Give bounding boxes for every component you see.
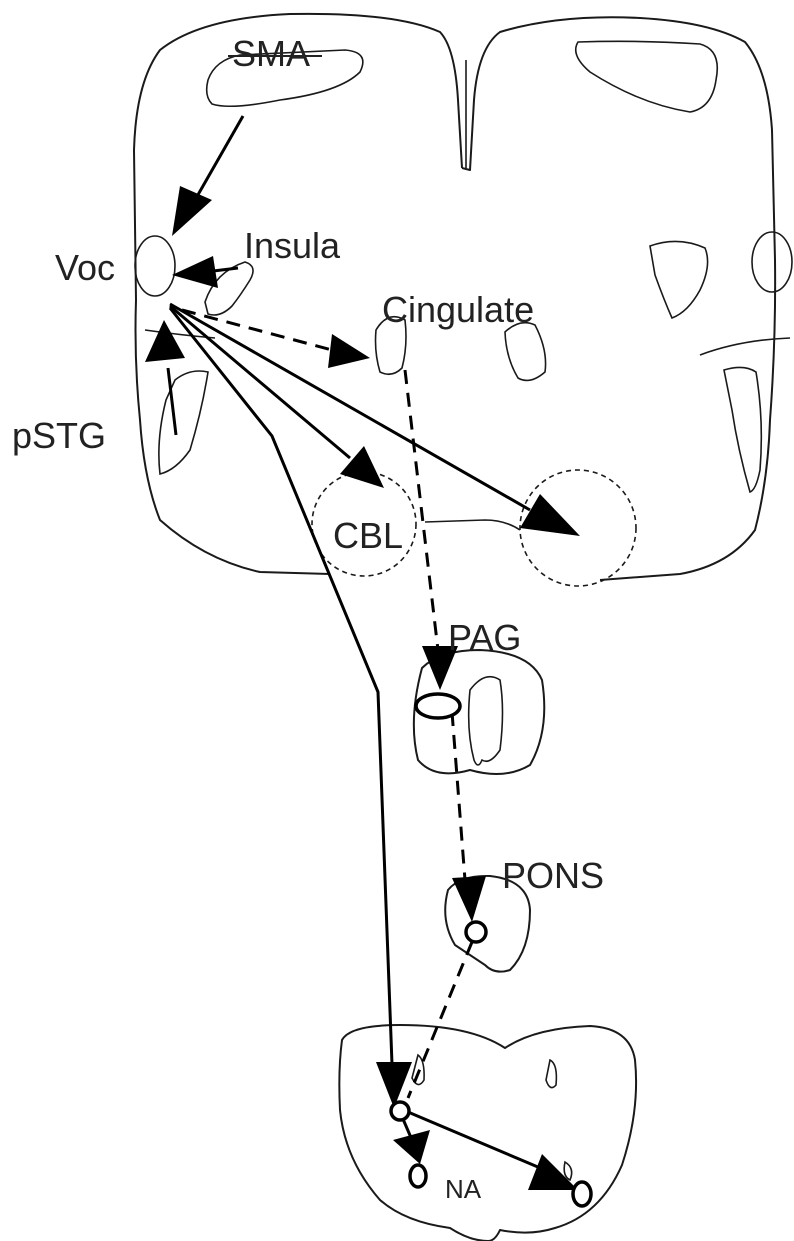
voc-node	[135, 236, 175, 296]
voc-to-cingulate-line	[182, 310, 332, 350]
pag-to-pons-arrowhead	[452, 876, 486, 922]
pons-label: PONS	[502, 855, 604, 896]
na-label: NA	[445, 1174, 482, 1204]
pag-nucleus	[416, 694, 460, 718]
cbl-label: CBL	[333, 515, 403, 556]
voc-to-right-cbl-line	[170, 304, 530, 510]
voc-to-right-cbl-arrowhead	[520, 494, 580, 536]
insula-label: Insula	[244, 225, 341, 266]
cingulate-label: Cingulate	[382, 289, 534, 330]
medulla-section	[339, 1025, 636, 1241]
na-nucleus	[410, 1165, 426, 1187]
right-nucleus	[573, 1182, 591, 1206]
medulla-node	[391, 1102, 409, 1120]
pons-to-medulla-line	[408, 942, 472, 1098]
pons-nucleus	[466, 922, 486, 942]
insula-to-voc-arrowhead	[172, 256, 218, 288]
voc-to-cbl-line	[170, 306, 350, 458]
medulla-to-na-arrowhead	[393, 1130, 430, 1164]
voc-to-cingulate-arrowhead	[328, 334, 370, 368]
sma-label: SMA	[232, 33, 310, 74]
pag-label: PAG	[448, 617, 521, 658]
sma-to-voc-arrowhead	[172, 186, 212, 236]
voc-to-cbl-arrowhead	[340, 446, 384, 488]
voc-to-medulla-line	[170, 308, 392, 1064]
pag-to-pons-line	[452, 712, 465, 880]
medulla-to-right-nucleus-arrowhead	[528, 1154, 578, 1190]
pstg-to-voc-arrowhead	[145, 320, 185, 362]
pstg-to-voc-line	[168, 368, 176, 435]
cingulate-to-pag-line	[405, 370, 438, 650]
voc-label: Voc	[55, 247, 115, 288]
pstg-label: pSTG	[12, 415, 106, 456]
medulla-to-right-nucleus-line	[408, 1112, 545, 1170]
sma-to-voc-line	[195, 116, 243, 200]
voc-to-medulla-arrowhead	[376, 1062, 412, 1108]
